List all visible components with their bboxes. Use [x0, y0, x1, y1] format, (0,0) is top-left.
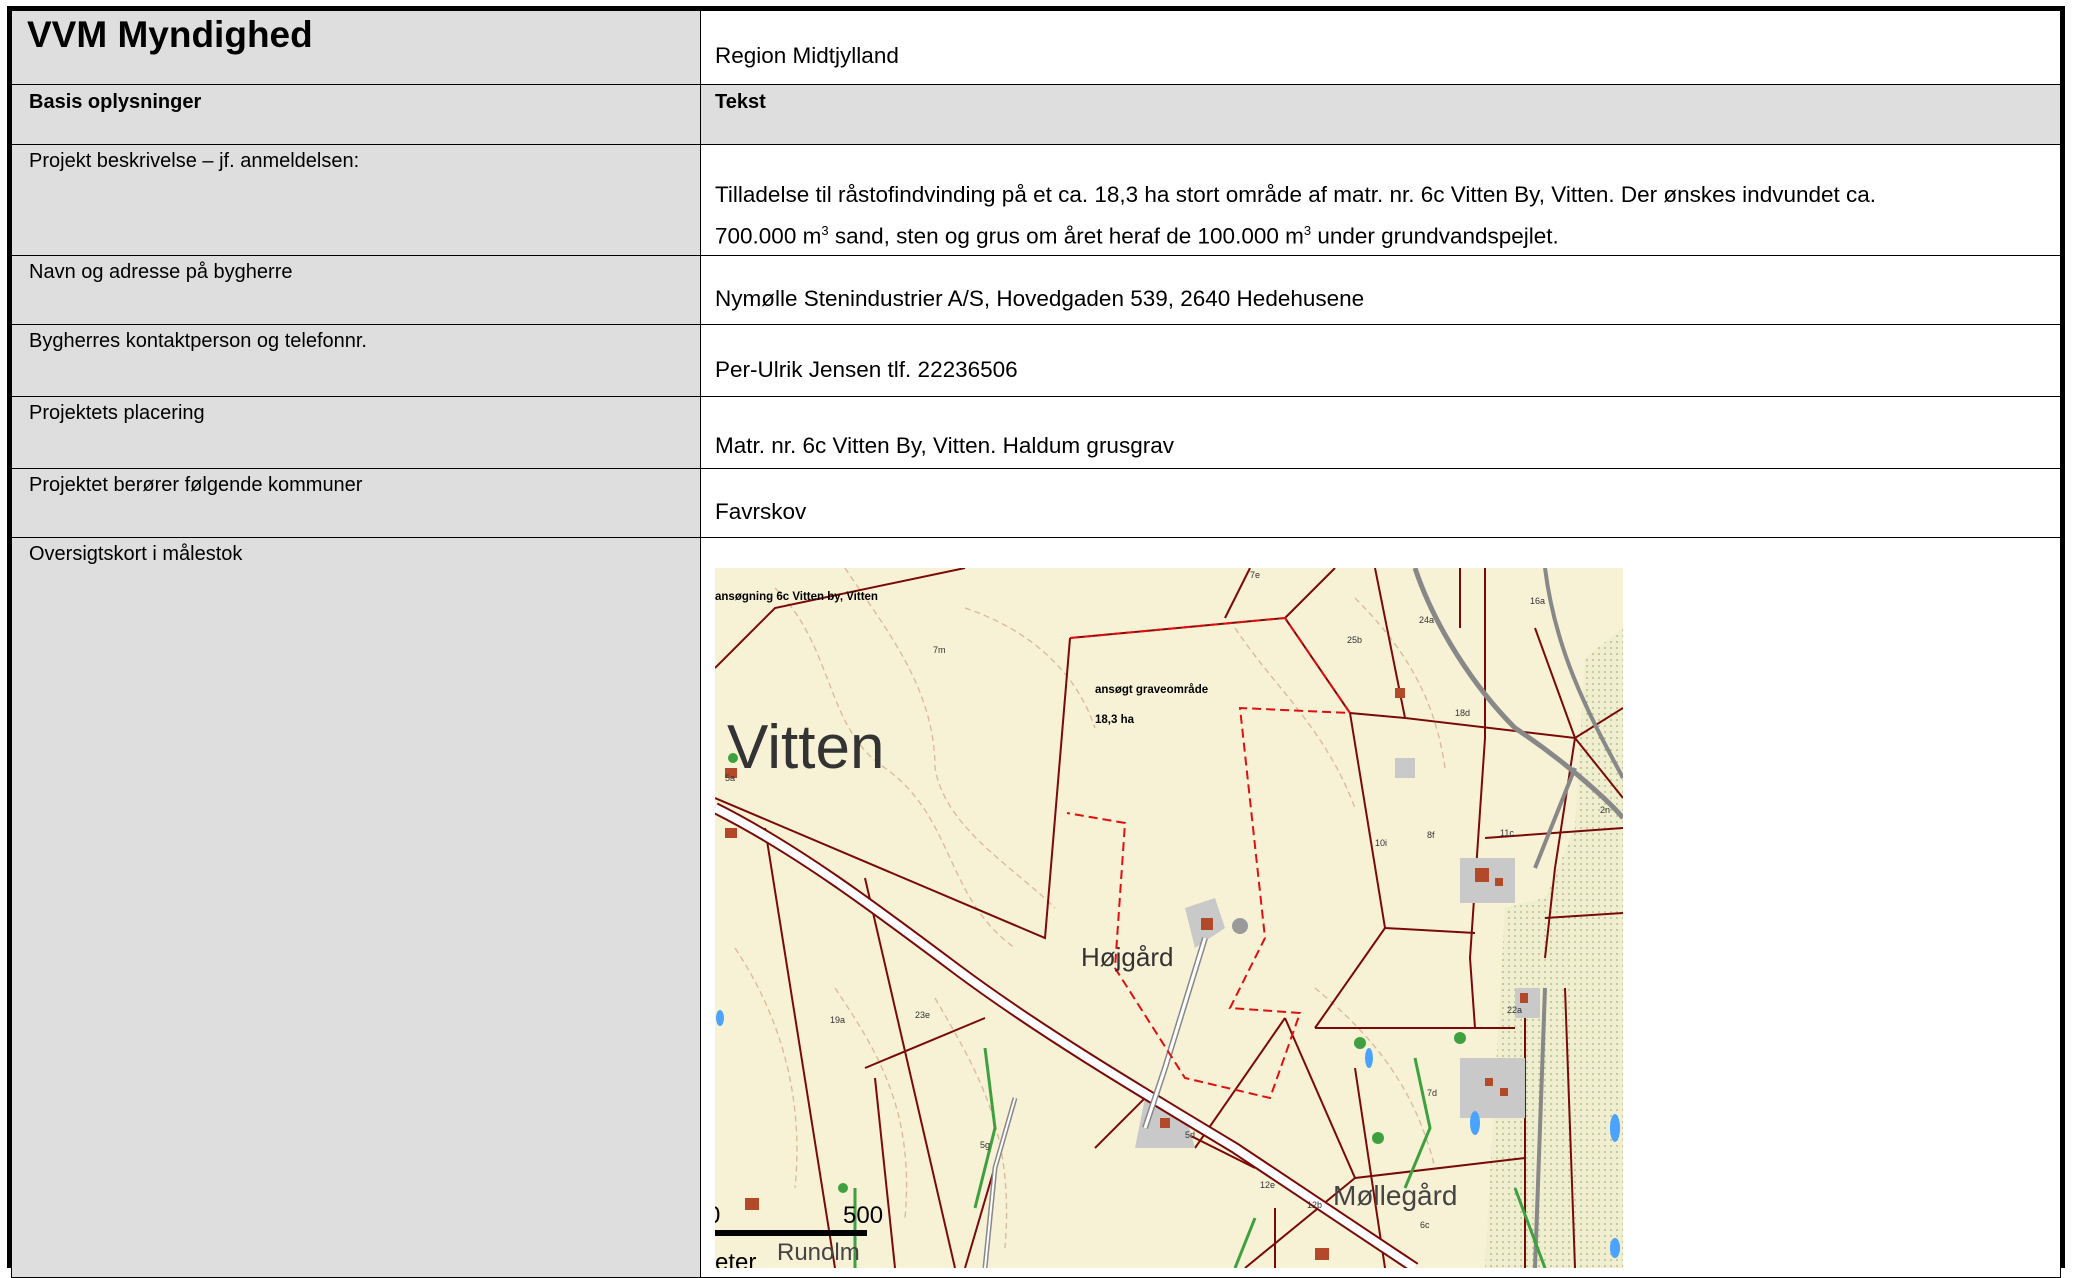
contact-value: Per-Ulrik Jensen tlf. 22236506	[715, 356, 1018, 382]
scale-bar	[715, 1229, 867, 1236]
owner-label: Navn og adresse på bygherre	[29, 260, 293, 283]
parcel-boundaries	[715, 567, 1623, 1268]
description-label: Projekt beskrivelse – jf. anmeldelsen:	[29, 150, 360, 172]
map-wrap: ansøgning 6c Vitten by, Vitten ansøgt gr…	[701, 538, 2060, 1268]
parcel-24a: 24a	[1419, 615, 1434, 625]
parcel-7m: 7m	[933, 645, 946, 655]
parcel-5d: 5d	[1185, 1130, 1195, 1140]
parcel-5a: 5a	[725, 773, 735, 783]
superscript-3-b: 3	[1303, 223, 1312, 238]
parcel-22a: 22a	[1507, 1005, 1522, 1015]
scale-left-label: 0	[715, 1202, 720, 1229]
roads	[715, 567, 1623, 1268]
parcel-10i: 10i	[1375, 838, 1387, 848]
map-value-cell: ansøgning 6c Vitten by, Vitten ansøgt gr…	[700, 536, 2061, 1278]
parcel-25b: 25b	[1347, 635, 1362, 645]
farm-dot	[1232, 917, 1248, 934]
description-line2-b: sand, sten og grus om året heraf de 100.…	[828, 223, 1304, 249]
parcel-2n: 2n	[1600, 805, 1610, 815]
map-label-cell: Oversigtskort i målestok	[11, 536, 701, 1278]
parcel-16a: 16a	[1530, 596, 1545, 606]
authority-value: Region Midtjylland	[715, 43, 899, 68]
parcel-7e: 7e	[1250, 570, 1260, 580]
column-header-tekst: Tekst	[715, 91, 766, 113]
parcel-11c: 11c	[1500, 828, 1514, 838]
municipalities-label: Projektet berører følgende kommuner	[29, 473, 363, 496]
owner-label-cell: Navn og adresse på bygherre	[11, 254, 701, 325]
parcel-23e: 23e	[915, 1010, 930, 1020]
column-header-basis: Basis oplysninger	[29, 91, 202, 113]
authority-value-cell: Region Midtjylland	[700, 10, 2061, 85]
overview-map: ansøgning 6c Vitten by, Vitten ansøgt gr…	[715, 567, 1623, 1268]
contour-lines	[734, 567, 1446, 1248]
scale-right-label: 500	[843, 1202, 883, 1229]
description-label-cell: Projekt beskrivelse – jf. anmeldelsen:	[11, 144, 701, 256]
column-header-left: Basis oplysninger	[11, 84, 701, 145]
description-value-cell: Tilladelse til råstofindvinding på et ca…	[700, 144, 2061, 256]
owner-value-cell: Nymølle Stenindustrier A/S, Hovedgaden 5…	[700, 254, 2061, 325]
parcel-12e: 12e	[1260, 1180, 1275, 1190]
municipalities-value: Favrskov	[715, 498, 807, 524]
map-caption: ansøgning 6c Vitten by, Vitten	[715, 591, 878, 603]
description-line2-a: 700.000 m	[715, 223, 822, 249]
location-label: Projektets placering	[29, 401, 205, 424]
description-line2-c: under grundvandspejlet.	[1311, 223, 1559, 249]
farm-name-3: Runolm	[777, 1239, 860, 1266]
parcel-19a: 19a	[830, 1015, 845, 1025]
column-header-right: Tekst	[700, 84, 2061, 145]
ponds	[716, 1009, 1620, 1258]
municipalities-value-cell: Favrskov	[700, 467, 2061, 538]
superscript-3-a: 3	[821, 223, 829, 238]
owner-value: Nymølle Stenindustrier A/S, Hovedgaden 5…	[715, 285, 1365, 311]
parcel-5g: 5g	[980, 1140, 990, 1150]
scale-unit-label: eter	[715, 1249, 756, 1268]
contact-label: Bygherres kontaktperson og telefonnr.	[29, 329, 367, 352]
parcel-12b: 12b	[1307, 1200, 1322, 1210]
area-label: ansøgt graveområde	[1095, 684, 1208, 696]
parcel-18d: 18d	[1455, 708, 1470, 718]
contact-value-cell: Per-Ulrik Jensen tlf. 22236506	[700, 323, 2061, 397]
buildings	[725, 687, 1528, 1260]
hedges	[853, 1047, 1547, 1268]
parcel-7d: 7d	[1427, 1088, 1437, 1098]
town-name: Vitten	[727, 713, 884, 782]
municipalities-label-cell: Projektet berører følgende kommuner	[11, 467, 701, 538]
farm-name-1: Højgård	[1081, 942, 1173, 972]
parcel-8f: 8f	[1427, 830, 1435, 840]
location-value-cell: Matr. nr. 6c Vitten By, Vitten. Haldum g…	[700, 395, 2061, 469]
description-value: Tilladelse til råstofindvinding på et ca…	[701, 145, 2060, 255]
parcel-numbers: 7e 7m 25b 24a 16a 18d 5a 10i 8f 11c 2n 1…	[725, 570, 1610, 1230]
area-size: 18,3 ha	[1095, 714, 1135, 726]
authority-label: VVM Myndighed	[27, 14, 313, 55]
application-area-boundary	[1066, 616, 1352, 1099]
location-value: Matr. nr. 6c Vitten By, Vitten. Haldum g…	[715, 432, 1174, 458]
vvm-form-table: VVM Myndighed Region Midtjylland Basis o…	[11, 10, 2061, 1278]
location-label-cell: Projektets placering	[11, 395, 701, 469]
map-background	[715, 567, 1623, 1268]
parcel-6c: 6c	[1420, 1220, 1430, 1230]
description-line1: Tilladelse til råstofindvinding på et ca…	[715, 182, 1877, 207]
form-sheet: VVM Myndighed Region Midtjylland Basis o…	[7, 6, 2065, 1278]
contact-label-cell: Bygherres kontaktperson og telefonnr.	[11, 323, 701, 397]
trees	[728, 752, 1466, 1193]
authority-label-cell: VVM Myndighed	[11, 10, 701, 85]
farm-name-2: Møllegård	[1333, 1180, 1457, 1211]
map-label: Oversigtskort i målestok	[29, 542, 243, 565]
